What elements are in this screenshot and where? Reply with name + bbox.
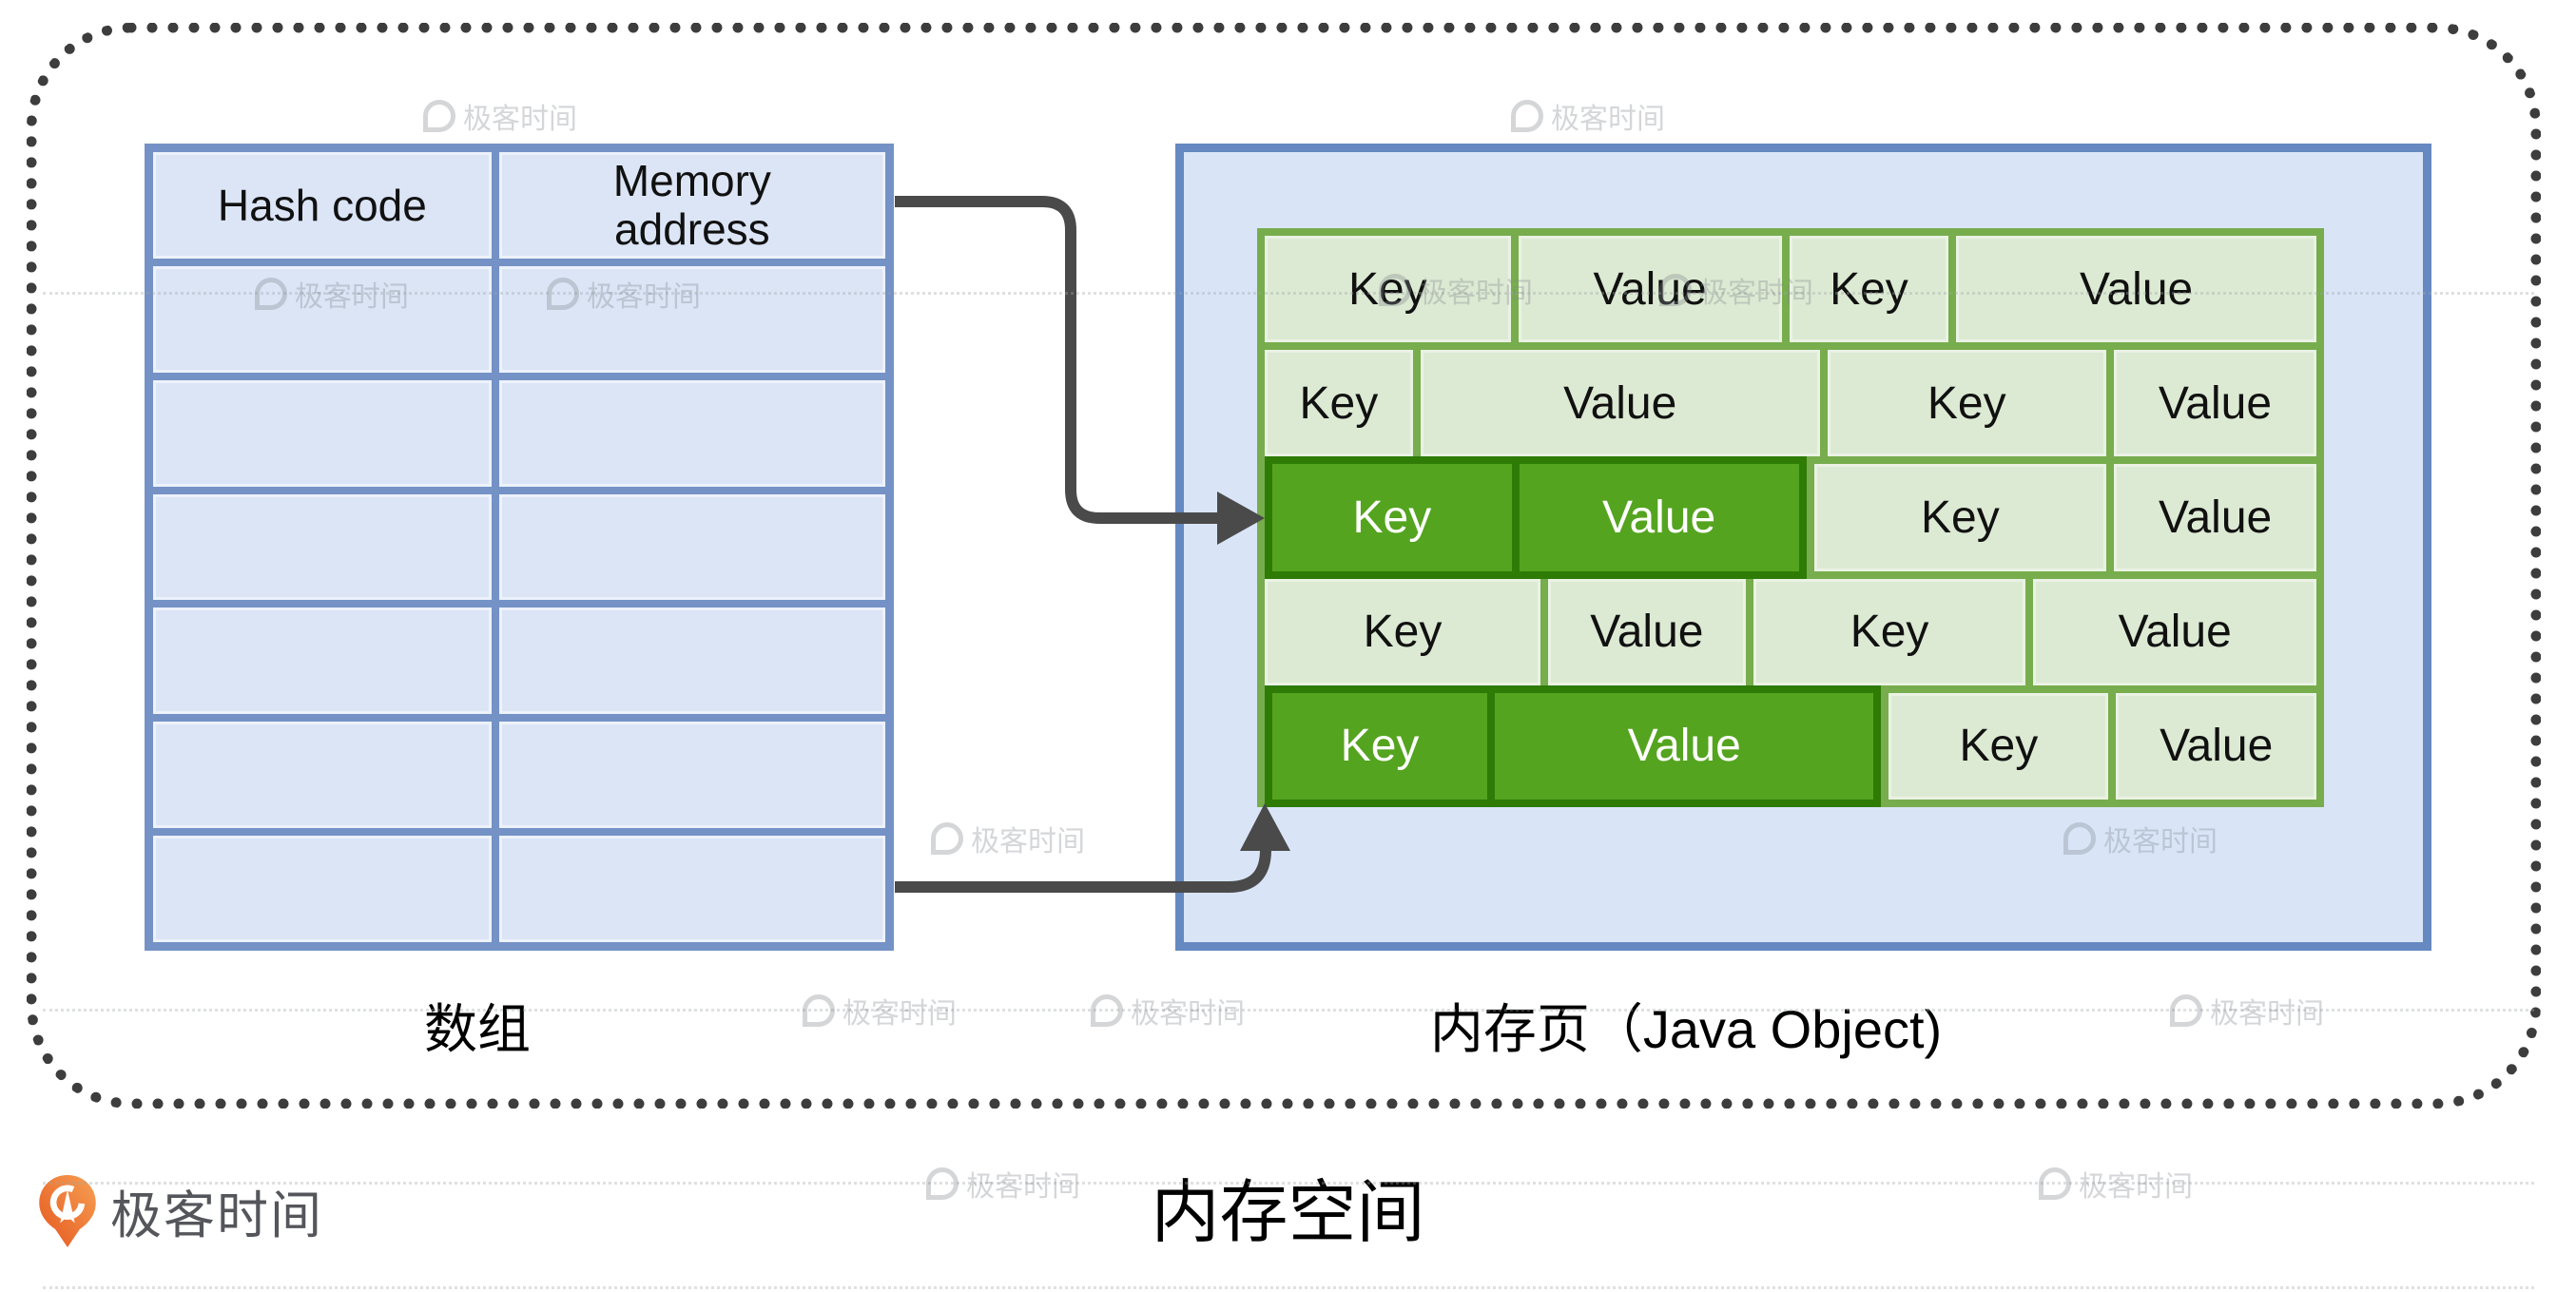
- kv-cell-highlighted: Key: [1272, 692, 1488, 800]
- array-empty-cell: [498, 265, 885, 373]
- array-empty-cell: [498, 607, 885, 715]
- hash-array-table: Hash code Memory address: [145, 144, 894, 951]
- kv-cell: Value: [1547, 578, 1746, 685]
- array-empty-cell: [498, 379, 885, 487]
- kv-cell: Value: [2113, 350, 2316, 457]
- brand: 极客时间: [38, 1173, 323, 1248]
- array-empty-cell: [498, 493, 885, 601]
- array-empty-cell: [153, 265, 492, 373]
- memory-page-label: 内存页（Java Object): [1429, 999, 1943, 1059]
- diagram-title: 内存空间: [1151, 1175, 1425, 1251]
- kv-cell: Key: [1265, 236, 1511, 343]
- kv-cell: Value: [2033, 578, 2316, 685]
- array-header-text: Hash code: [217, 180, 427, 230]
- kv-cell: Key: [1888, 692, 2109, 800]
- array-header-cell: Memory address: [498, 152, 885, 259]
- array-empty-cell: [153, 607, 492, 715]
- array-empty-cell: [498, 836, 885, 942]
- kv-cell: Value: [1420, 350, 1820, 457]
- kv-cell: Key: [1265, 350, 1413, 457]
- kv-cell: Key: [1789, 236, 1949, 343]
- kv-cell: Key: [1265, 578, 1540, 685]
- kv-cell: Value: [1518, 236, 1782, 343]
- kv-cell-highlighted: Value: [1519, 464, 1799, 571]
- array-empty-cell: [153, 493, 492, 601]
- kv-cell-highlighted: Key: [1272, 464, 1512, 571]
- memory-space-boundary: [27, 23, 2541, 1109]
- array-empty-cell: [153, 722, 492, 829]
- array-header-text: Memory address: [612, 156, 771, 254]
- kv-cell: Key: [1827, 350, 2106, 457]
- kv-cell: Key: [1753, 578, 2026, 685]
- array-label: 数组: [424, 999, 531, 1059]
- array-empty-cell: [498, 722, 885, 829]
- kv-cell: Key: [1813, 464, 2107, 571]
- array-empty-cell: [153, 379, 492, 487]
- kv-cell: Value: [2114, 464, 2316, 571]
- array-empty-cell: [153, 836, 492, 942]
- kv-cell-highlighted: Value: [1495, 692, 1874, 800]
- geektime-logo-icon: [39, 1174, 96, 1247]
- kv-cell: Value: [2116, 692, 2316, 800]
- array-header-cell: Hash code: [153, 152, 492, 259]
- watermark-dotted-line: [43, 1286, 2534, 1289]
- kv-cell: Value: [1956, 236, 2316, 343]
- brand-name: 极客时间: [110, 1187, 323, 1244]
